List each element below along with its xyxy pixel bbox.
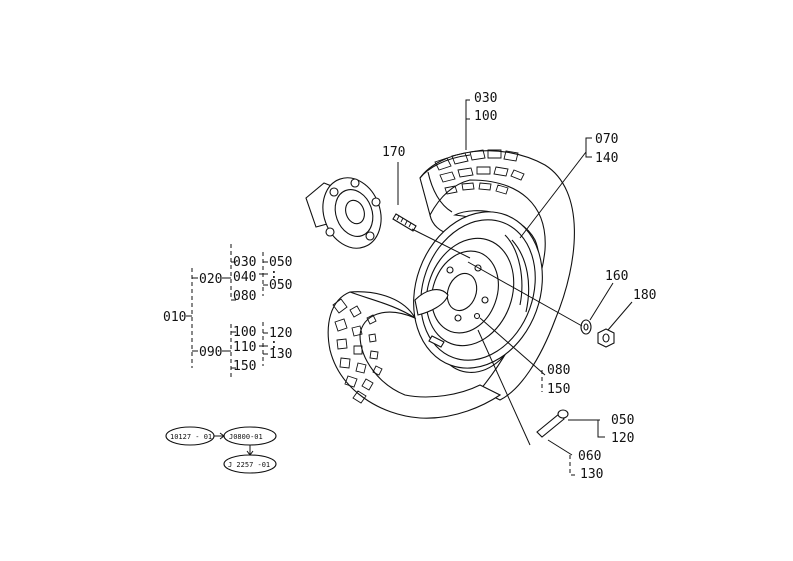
tree-branch-020: 020 [199,272,222,287]
tree-sub-080: 080 [233,289,256,304]
tree-root: 010 [163,310,186,325]
tree-sub-110: 110 [233,340,256,355]
tree-colon-1: : [270,267,278,282]
tire-lower-half [327,289,502,419]
tree-sub-150: 150 [233,359,256,374]
tree-sub-030: 030 [233,255,256,270]
tree-right-050b: 050 [269,278,292,293]
callout-rim-080: 080 [547,363,570,378]
callout-nut-180: 180 [633,288,656,303]
ref-label-a: 10127 - 01 [170,433,212,441]
rim-valve [428,335,445,348]
tree-right-050a: 050 [269,255,292,270]
composition-tree [186,244,268,378]
callout-tube-140: 140 [595,151,618,166]
hex-nut [597,328,615,348]
callout-valve-130: 130 [580,467,603,482]
callout-stud-170: 170 [382,145,405,160]
hub [305,177,382,249]
washer [580,319,592,335]
tree-branch-090: 090 [199,345,222,360]
callout-valve-050: 050 [611,413,634,428]
ref-label-c: J 2257 -01 [228,461,270,469]
tree-colon-2: : [270,337,278,352]
tire-upper-half [419,149,575,401]
leader-lines [397,99,633,476]
callout-tire-100: 100 [474,109,497,124]
callout-valve-120: 120 [611,431,634,446]
stud-bolt [392,213,417,232]
rim [413,211,543,369]
ref-label-b: J0800-01 [229,433,263,441]
callout-valve-060: 060 [578,449,601,464]
callout-tire-030: 030 [474,91,497,106]
tree-sub-100: 100 [233,325,256,340]
valve-loose [536,409,569,438]
callout-washer-160: 160 [605,269,628,284]
tree-sub-040: 040 [233,270,256,285]
callout-rim-150: 150 [547,382,570,397]
tree-right-120: 120 [269,326,292,341]
reference-ovals [165,426,277,474]
callout-tube-070: 070 [595,132,618,147]
tree-right-130: 130 [269,347,292,362]
